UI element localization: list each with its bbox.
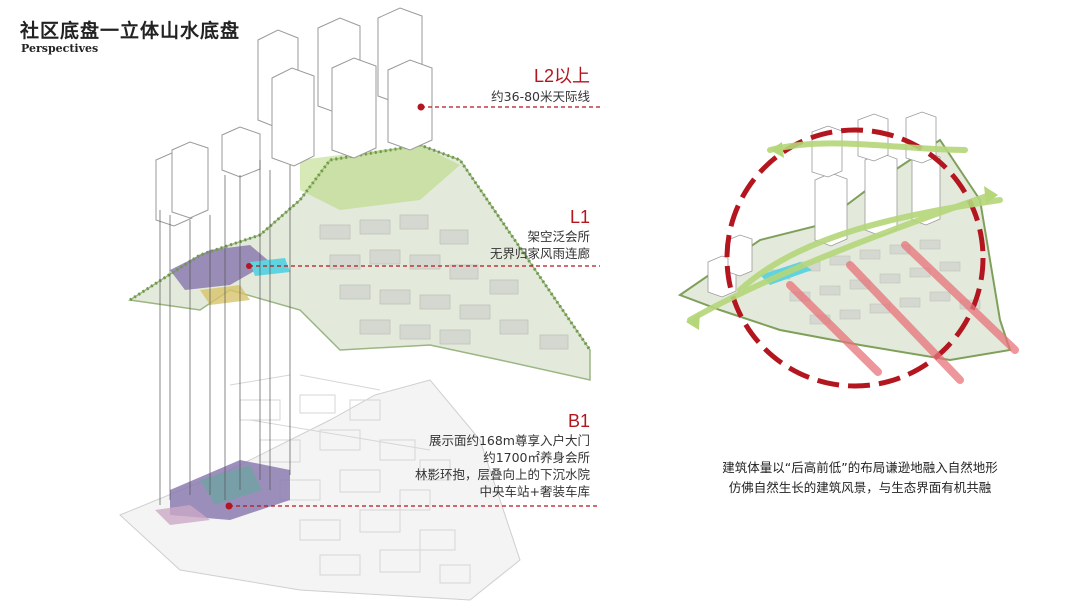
level-l1-line-1: 架空泛会所 xyxy=(527,229,590,244)
projection-lines xyxy=(159,160,291,505)
l2-marker xyxy=(417,103,425,111)
level-b1-line-4: 中央车站+奢装车库 xyxy=(479,484,590,499)
level-b1: B1 展示面约168m尊享入户大门 约1700㎡养身会所 林影环抱，层叠向上的下… xyxy=(415,411,590,500)
level-l1-title: L1 xyxy=(569,207,590,227)
level-b1-title: B1 xyxy=(567,411,590,431)
level-b1-line-1: 展示面约168m尊享入户大门 xyxy=(428,433,590,448)
level-l2-line-1: 约36-80米天际线 xyxy=(491,89,590,104)
level-l2-title: L2以上 xyxy=(533,66,590,86)
caption-line-2: 仿佛自然生长的建筑风景，与生态界面有机共融 xyxy=(728,480,992,495)
b1-marker xyxy=(225,502,233,510)
level-l1-line-2: 无界归家风雨连廊 xyxy=(489,246,590,261)
level-b1-line-3: 林影环抱，层叠向上的下沉水院 xyxy=(414,467,590,482)
b1-layer xyxy=(119,374,521,601)
leader-lines xyxy=(229,106,600,507)
l1-layer xyxy=(127,143,592,381)
tower-group xyxy=(155,7,433,227)
level-l1: L1 架空泛会所 无界归家风雨连廊 xyxy=(490,207,590,262)
page-title: 社区底盘一立体山水底盘 xyxy=(20,20,241,42)
overview-diagram xyxy=(677,111,1019,389)
overview-caption: 建筑体量以“后高前低”的布局谦逊地融入自然地形 仿佛自然生长的建筑风景，与生态界… xyxy=(690,458,1030,498)
caption-line-1: 建筑体量以“后高前低”的布局谦逊地融入自然地形 xyxy=(722,460,998,475)
page-subtitle: Perspectives xyxy=(21,42,99,55)
level-l2: L2以上 约36-80米天际线 xyxy=(491,62,590,105)
level-b1-line-2: 约1700㎡养身会所 xyxy=(483,450,590,465)
